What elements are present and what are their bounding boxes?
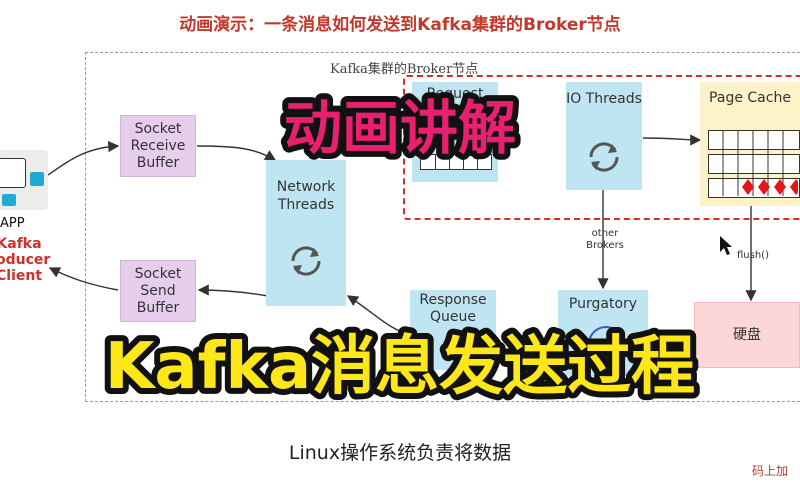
app-indicator [30, 172, 44, 186]
app-screen [0, 158, 26, 188]
cycle-icon [291, 246, 321, 276]
subtitle-caption: Linux操作系统负责将数据 [288, 442, 512, 464]
io-threads-label: IO Threads [566, 91, 642, 107]
app-indicator-2 [2, 194, 16, 206]
client-line-2: oducer [0, 252, 51, 268]
overlay-title-bottom: Kafka消息发送过程 Kafka消息发送过程 [99, 324, 701, 406]
page-cache: Page Cache [700, 82, 800, 206]
arrow-io-to-cache [642, 134, 702, 146]
other-brokers-note: other Brokers [586, 228, 624, 251]
cursor-icon [720, 236, 732, 255]
overlay-top-outline: 动画讲解 [284, 94, 516, 162]
socket-send-buffer: Socket Send Buffer [120, 260, 196, 322]
response-queue: Response Queue [410, 290, 496, 370]
socket-receive-buffer: Socket Receive Buffer [120, 115, 196, 177]
overlay-top-text: 动画讲解 [284, 94, 516, 162]
arrow-app-to-receive [47, 141, 120, 176]
overlay-bottom-outline: Kafka消息发送过程 [105, 330, 695, 404]
page-cache-label: Page Cache [709, 90, 791, 106]
app-label: APP [0, 216, 25, 231]
request-queue: Request [412, 82, 498, 182]
diagram-title: 动画演示：一条消息如何发送到Kafka集群的Broker节点 [179, 15, 621, 35]
purgatory-label: Purgatory [568, 296, 638, 312]
request-queue-label: Request [426, 86, 484, 102]
overlay-title-top: 动画讲解 动画讲解 [278, 88, 522, 164]
arrow-receive-to-network [196, 145, 277, 161]
arrow-send-to-app [48, 267, 119, 291]
network-threads-label: Network Threads [276, 179, 336, 213]
watermark: 码上加 [752, 464, 789, 478]
purgatory-timer-icon [588, 326, 624, 362]
request-queue-slots [420, 154, 492, 170]
client-line-1: Kafka [0, 236, 42, 252]
overlay-bottom-text: Kafka消息发送过程 [105, 330, 695, 404]
app-device [0, 150, 48, 210]
cycle-icon [589, 142, 619, 172]
network-threads: Network Threads [266, 160, 346, 306]
purgatory: Purgatory [558, 290, 648, 376]
io-threads: IO Threads [566, 82, 642, 190]
request-processing-frame [403, 75, 800, 220]
broker-label: Kafka集群的Broker节点 [330, 62, 479, 77]
arrow-response-to-network [346, 295, 411, 336]
disk: 硬盘 [694, 302, 800, 368]
broker-frame [85, 52, 800, 402]
producer-client-label: Kafka oducer Client [0, 236, 51, 284]
arrow-network-to-send [197, 284, 269, 297]
response-queue-label: Response Queue [419, 292, 487, 325]
flush-note: flush() [737, 250, 769, 261]
cache-cells [722, 130, 798, 196]
client-line-3: Client [0, 268, 43, 284]
